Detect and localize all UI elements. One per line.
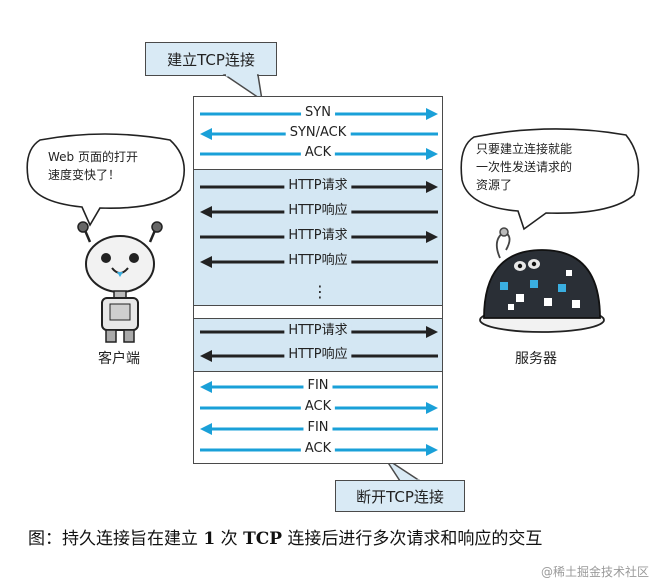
caption-tcp: TCP <box>243 529 283 549</box>
message-arrow-head <box>200 206 212 218</box>
message-arrow-head <box>200 423 212 435</box>
caption-prefix: 图：持久连接旨在建立 <box>28 529 198 549</box>
watermark: @稀土掘金技术社区 <box>540 565 649 579</box>
server-label: 服务器 <box>515 351 557 367</box>
message-arrow-head <box>426 181 438 193</box>
message-arrow-head <box>426 108 438 120</box>
message-arrow-head <box>426 148 438 160</box>
teardown-message-label: FIN <box>303 379 333 393</box>
caption-suffix: 连接后进行多次请求和响应的交互 <box>287 529 543 549</box>
handshake-message-label: SYN <box>301 106 335 120</box>
requests_group2-message-label: HTTP请求 <box>284 324 352 338</box>
close-tcp-label: 断开TCP连接 <box>356 487 444 506</box>
message-arrow-head <box>426 402 438 414</box>
teardown-message-label: ACK <box>300 400 336 414</box>
client-label: 客户端 <box>98 351 140 367</box>
handshake-message-label: ACK <box>300 146 336 160</box>
figure-caption: 图：持久连接旨在建立 1 次 TCP 连接后进行多次请求和响应的交互 <box>28 528 628 550</box>
server-speech-text: 只要建立连接就能 一次性发送请求的 资源了 <box>476 142 573 192</box>
client-speech-text: Web 页面的打开 速度变快了！ <box>48 150 138 182</box>
caption-number: 1 <box>203 529 216 549</box>
ellipsis: ⋮ <box>312 282 328 301</box>
message-arrow-head <box>426 326 438 338</box>
open-tcp-callout: 建立TCP连接 <box>145 42 277 76</box>
close-tcp-callout: 断开TCP连接 <box>335 480 465 512</box>
persistent-connection-diagram: 建立TCP连接 SYN SYN/ACK ACK HTTP请求 HTTP响应 HTTP请求 H… <box>26 42 640 512</box>
message-arrow-head <box>426 444 438 456</box>
server-robot-illustration <box>479 227 605 333</box>
message-arrow-head <box>200 381 212 393</box>
open-tcp-label: 建立TCP连接 <box>167 50 255 69</box>
handshake-message-label: SYN/ACK <box>285 126 351 140</box>
requests_group1-message-label: HTTP请求 <box>284 229 352 243</box>
message-arrow-head <box>200 128 212 140</box>
requests_group1-message-label: HTTP响应 <box>284 204 352 218</box>
requests_group1-message-label: HTTP响应 <box>284 254 352 268</box>
client-robot-illustration <box>77 221 163 343</box>
server-speech-bubble <box>460 128 640 231</box>
message-arrow-head <box>200 350 212 362</box>
caption-mid: 次 <box>220 529 238 549</box>
message-arrow-head <box>200 256 212 268</box>
teardown-message-label: ACK <box>300 442 336 456</box>
connection-timeline: SYN SYN/ACK ACK HTTP请求 HTTP响应 HTTP请求 HTTP响应 HTT… <box>193 96 443 464</box>
message-arrow-head <box>426 231 438 243</box>
client-speech-bubble <box>26 133 186 227</box>
requests_group2-message-label: HTTP响应 <box>284 348 352 362</box>
requests_group1-message-label: HTTP请求 <box>284 179 352 193</box>
teardown-message-label: FIN <box>303 421 333 435</box>
